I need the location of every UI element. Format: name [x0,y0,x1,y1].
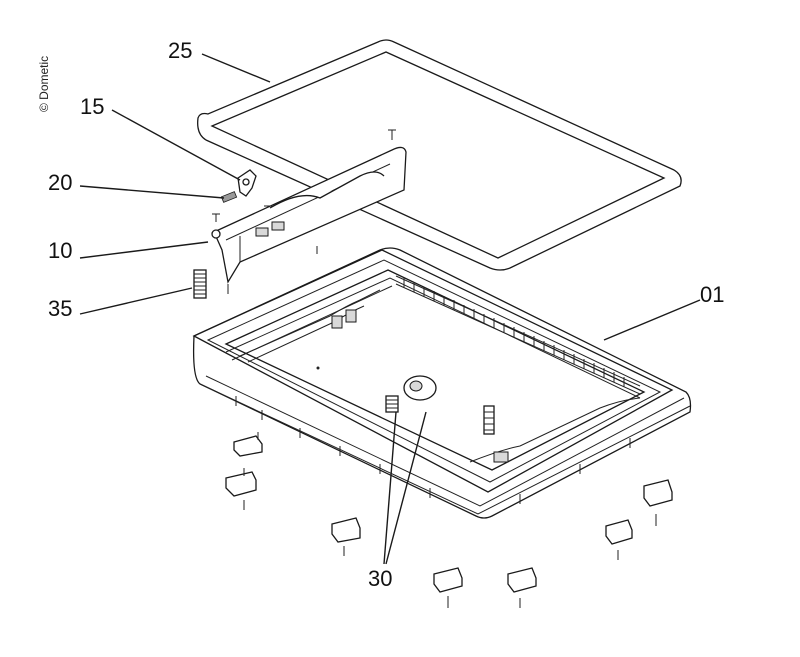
fastener-clips-part [225,375,673,608]
callout-30: 30 [368,566,392,591]
leader-lines [79,53,701,565]
frame-ribs [403,278,625,387]
hinge-bracket-part [211,129,407,294]
hinge-link-part [237,169,257,197]
spring-part [193,269,207,299]
callout-01: 01 [700,282,724,307]
callout-25: 25 [168,38,192,63]
main-frame-part [192,247,692,519]
gasket-seal-part [197,39,682,271]
copyright-notice: © Dometic [37,56,51,112]
callout-10: 10 [48,238,72,263]
callout-20: 20 [48,170,72,195]
callout-35: 35 [48,296,72,321]
pin-part [220,191,272,207]
callout-15: 15 [80,94,104,119]
